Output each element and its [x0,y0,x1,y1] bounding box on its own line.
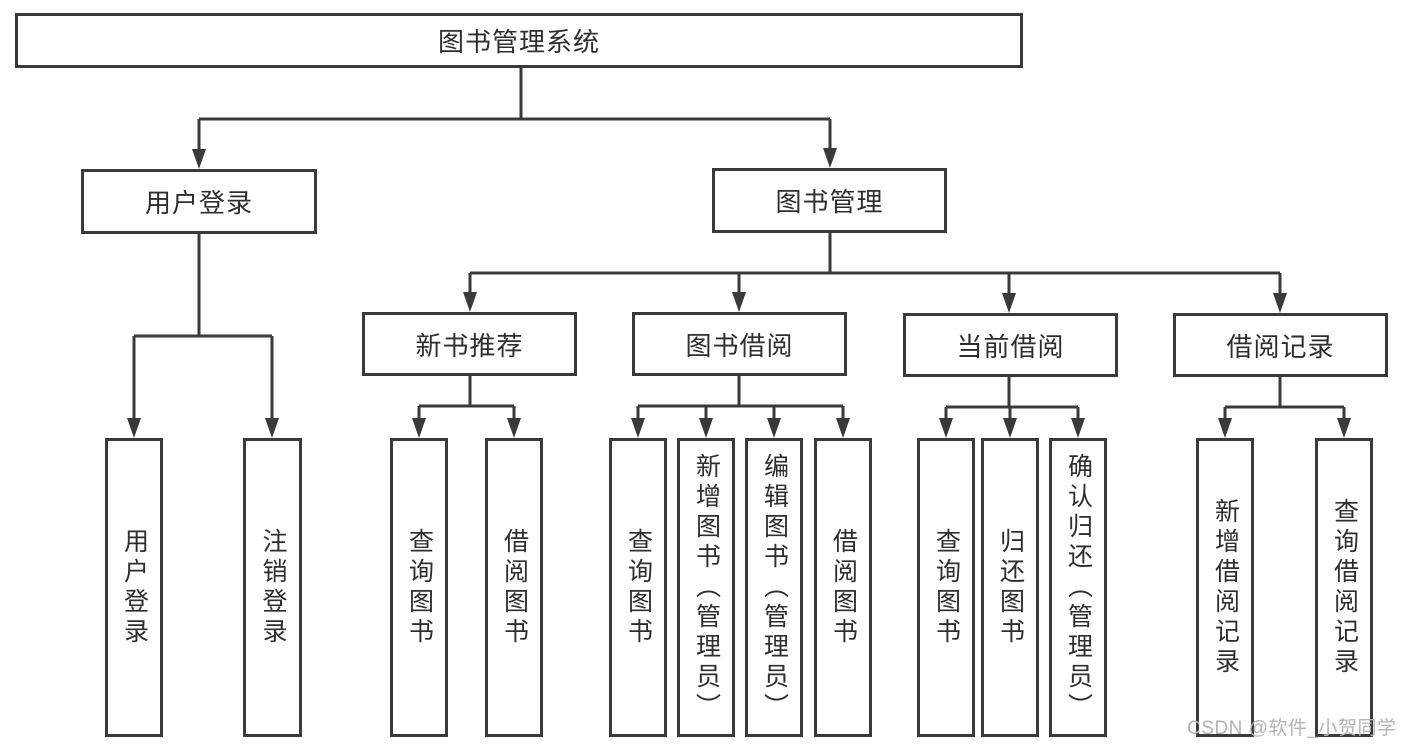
leaf-borrow-books-recommend-label: 借阅图书 [500,527,529,648]
leaf-query-borrow-record: 查询借阅记录 [1315,438,1373,737]
leaf-query-borrow-record-label: 查询借阅记录 [1330,497,1359,678]
leaf-add-borrow-record-label: 新增借阅记录 [1211,497,1240,678]
leaf-query-books-current-label: 查询图书 [932,527,961,648]
arrowheads [127,148,1351,438]
leaf-borrow-books-label: 借阅图书 [829,527,858,648]
leaf-logout: 注销登录 [243,438,302,737]
leaf-add-borrow-record: 新增借阅记录 [1196,438,1254,737]
node-borrow-records-label: 借阅记录 [1226,331,1335,362]
leaf-user-login-label: 用户登录 [120,527,149,648]
csdn-watermark: CSDN @软件_小贺同学 [1187,718,1397,739]
leaf-edit-book-admin: 编辑图书（管理员） [745,438,803,737]
node-user-login-label: 用户登录 [144,188,253,218]
node-current-borrow-label: 当前借阅 [956,331,1065,362]
leaf-query-books-borrow: 查询图书 [609,438,667,737]
leaf-query-books-current: 查询图书 [917,438,975,737]
leaf-query-books-recommend-label: 查询图书 [405,527,434,648]
leaf-query-books-borrow-label: 查询图书 [624,527,653,648]
node-new-book-recommend: 新书推荐 [362,312,577,376]
node-root-label: 图书管理系统 [437,27,600,57]
leaf-return-books: 归还图书 [981,438,1039,737]
node-book-management: 图书管理 [712,168,947,233]
leaf-logout-label: 注销登录 [259,527,287,648]
node-root: 图书管理系统 [15,13,1023,68]
leaf-edit-book-admin-label: 编辑图书（管理员） [760,452,789,723]
node-user-login: 用户登录 [81,169,317,234]
leaf-query-books-recommend: 查询图书 [390,438,448,737]
leaf-confirm-return-admin-label: 确认归还（管理员） [1064,452,1093,723]
node-current-borrow: 当前借阅 [903,313,1118,377]
node-book-borrow: 图书借阅 [632,312,847,376]
leaf-confirm-return-admin: 确认归还（管理员） [1049,438,1107,737]
leaf-borrow-books: 借阅图书 [814,438,872,737]
node-book-management-label: 图书管理 [775,187,884,217]
leaf-add-book-admin: 新增图书（管理员） [677,438,735,737]
leaf-add-book-admin-label: 新增图书（管理员） [692,452,721,723]
node-borrow-records: 借阅记录 [1173,313,1388,377]
leaf-return-books-label: 归还图书 [996,527,1025,648]
node-new-book-recommend-label: 新书推荐 [415,330,524,361]
node-book-borrow-label: 图书借阅 [685,330,794,361]
leaf-user-login: 用户登录 [105,438,163,737]
leaf-borrow-books-recommend: 借阅图书 [485,438,543,737]
